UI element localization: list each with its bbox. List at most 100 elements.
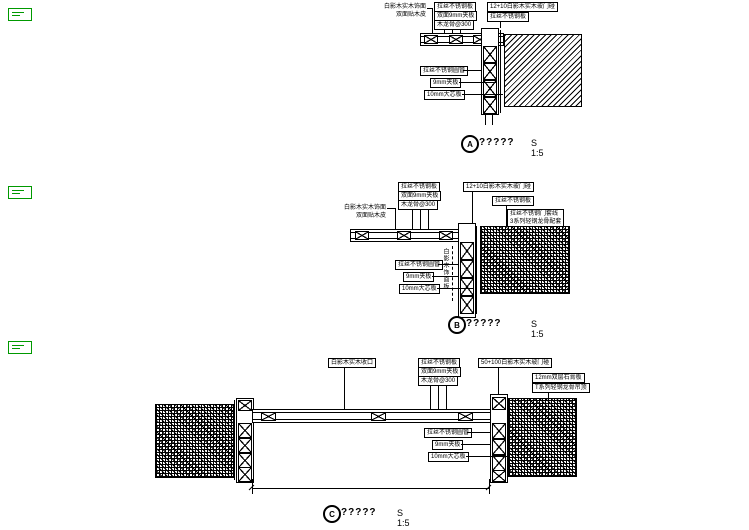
blocking-x (238, 467, 252, 482)
blocking-x (458, 412, 473, 421)
label-door-frame: 拉丝不锈钢门套线 3系列轻钢龙骨配套 (507, 209, 565, 227)
door-leaf-line (492, 113, 493, 125)
detail-title-b: ????? (466, 318, 502, 329)
blocking-x (483, 80, 497, 97)
panel-band (350, 229, 460, 242)
leader-line (466, 456, 508, 457)
wall-hatch-left (155, 404, 234, 478)
blocking-x (261, 412, 276, 421)
blocking-x (460, 242, 474, 260)
detail-title-a: ????? (479, 137, 515, 148)
blocking-x (483, 63, 497, 80)
label-door-frame-line2: 3系列轻钢龙骨配套 (510, 219, 562, 225)
label-wood-stud: 木龙骨@300 (434, 20, 475, 30)
frame-edge-line (476, 226, 477, 314)
wall-hatch (504, 34, 582, 107)
blocking-x (483, 46, 497, 63)
label-gypsum-board: 12mm双层石膏板 (532, 373, 585, 383)
stud-strip (458, 223, 476, 318)
blocking-x (238, 400, 252, 411)
leader-line (387, 208, 395, 209)
blocking-x (449, 35, 463, 44)
leader-line (472, 192, 473, 223)
blocking-x (492, 439, 506, 455)
scale-label-c: S 1:5 (397, 508, 410, 528)
blocking-x (238, 438, 252, 453)
label-steel-tube: 拉丝不锈钢圆管 (395, 260, 444, 270)
label-wood-stud: 木龙骨@300 (418, 376, 459, 386)
leader-line (412, 210, 413, 229)
blocking-x (492, 455, 506, 471)
blocking-x (238, 423, 252, 438)
label-veneer: 白影木实木饰面 双面贴木皮 (328, 204, 386, 220)
leader-line (395, 208, 396, 229)
leader-line (460, 29, 461, 34)
blocking-x (460, 296, 474, 314)
label-veneer-line2: 双面贴木皮 (395, 12, 426, 18)
detail-title-c: ????? (341, 507, 377, 518)
door-swing-line (452, 246, 453, 301)
blocking-x (492, 423, 506, 439)
layer-tag-2 (8, 186, 32, 199)
leader-line (548, 393, 549, 398)
label-core-board: 10mm大芯板 (428, 452, 469, 462)
scale-label-b: S 1:5 (531, 319, 544, 339)
leader-line (427, 8, 432, 9)
blocking-x (371, 412, 386, 421)
label-vertical-veneer: 白影木饰面板 (442, 248, 448, 290)
leader-line (432, 8, 433, 34)
leader-line (506, 206, 507, 226)
label-glass-door: 12+10白影木实木玻门碰 (487, 2, 558, 12)
leader-line (430, 386, 431, 409)
leader-line (446, 386, 447, 409)
blocking-x (355, 231, 369, 240)
label-steel-tube: 拉丝不锈钢圆管 (420, 66, 469, 76)
blocking-x (238, 453, 252, 468)
leader-line (459, 82, 497, 83)
leader-line (437, 288, 474, 289)
leader-line (344, 368, 345, 409)
label-wood-cap: 白影木实木收口 (328, 358, 377, 368)
wall-hatch-right (508, 398, 577, 477)
label-veneer-line1: 白影木实木饰面 (383, 4, 426, 10)
leader-line (498, 368, 499, 394)
layer-tag-1 (8, 8, 32, 21)
leader-line (438, 386, 439, 409)
leader-line (462, 94, 503, 95)
label-core-board: 10mm大芯板 (424, 90, 465, 100)
section-circle-b: B (448, 316, 466, 334)
blocking-x (439, 231, 453, 240)
scale-label-a: S 1:5 (531, 138, 544, 158)
blocking-x (460, 278, 474, 296)
label-veneer: 白影木实木饰面 双面贴木皮 (368, 3, 426, 19)
blocking-x (483, 97, 497, 114)
label-9mm-plywood: 9mm夹板 (403, 272, 435, 282)
blocking-x (492, 397, 506, 410)
leader-line (467, 432, 490, 433)
blocking-x (492, 470, 506, 482)
section-circle-a: A (461, 135, 479, 153)
layer-tag-3 (8, 341, 32, 354)
label-glass-door: 50+100白影木实木玻门碰 (478, 358, 553, 368)
label-wood-stud: 木龙骨@300 (398, 200, 439, 210)
stud-strip-left (236, 398, 254, 483)
stud-strip-right (490, 394, 508, 483)
label-door-frame-line1: 拉丝不锈钢门套线 (510, 211, 559, 217)
blocking-x (397, 231, 411, 240)
label-door-steel: 拉丝不锈钢板 (487, 12, 530, 22)
frame-edge-line (234, 400, 235, 480)
section-circle-c: C (323, 505, 341, 523)
panel-band (252, 409, 492, 423)
wall-hatch (480, 226, 570, 294)
label-veneer-line2: 双面贴木皮 (355, 213, 386, 219)
door-leaf-line (485, 113, 486, 125)
leader-line (432, 276, 458, 277)
label-door-steel: 拉丝不锈钢板 (492, 196, 535, 206)
stud-strip (481, 28, 499, 115)
dimension-line (252, 488, 490, 489)
blocking-x (460, 260, 474, 278)
leader-line (461, 444, 490, 445)
label-steel-keel: T系列轻钢龙骨吊顶 (532, 383, 590, 393)
label-veneer-line1: 白影木实木饰面 (343, 205, 386, 211)
